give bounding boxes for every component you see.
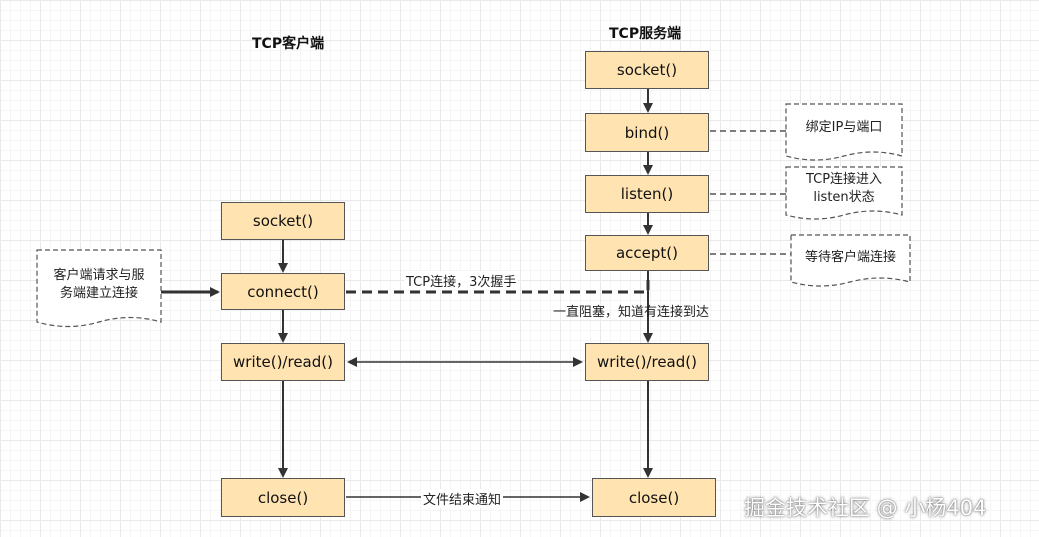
accept-note-shape	[790, 234, 911, 287]
client-note: 客户端请求与服 务端建立连接	[37, 260, 161, 310]
server-write-read-box: write()/read()	[585, 343, 709, 381]
listen-note: TCP连接进入 listen状态	[786, 168, 902, 210]
client-close-box: close()	[221, 478, 345, 517]
client-write-read-box: write()/read()	[221, 343, 345, 381]
server-close-box: close()	[592, 478, 716, 517]
server-accept-box: accept()	[585, 235, 709, 271]
server-socket-box: socket()	[585, 51, 709, 89]
bind-note-shape	[785, 103, 903, 161]
listen-note-line2: listen状态	[813, 190, 875, 205]
client-socket-box: socket()	[221, 202, 345, 240]
blocking-label: 一直阻塞，知道有连接到达	[553, 305, 710, 320]
handshake-label: TCP连接，3次握手	[404, 271, 519, 290]
server-heading: TCP服务端	[609, 26, 682, 42]
bind-note-text: 绑定IP与端口	[805, 119, 883, 135]
handshake-dashed-line	[346, 274, 650, 294]
client-note-line2: 务端建立连接	[59, 286, 138, 301]
client-heading: TCP客户端	[252, 36, 325, 52]
listen-note-shape	[785, 166, 903, 220]
bind-note: 绑定IP与端口	[786, 106, 902, 150]
listen-note-line1: TCP连接进入	[805, 171, 883, 187]
client-connect-box: connect()	[221, 273, 345, 310]
server-listen-box: listen()	[585, 175, 709, 213]
file-end-label: 文件结束通知	[421, 489, 504, 508]
client-note-line1: 客户端请求与服	[53, 267, 145, 283]
accept-note-text: 等待客户端连接	[804, 249, 896, 265]
accept-note: 等待客户端连接	[791, 237, 910, 279]
client-note-shape	[36, 249, 162, 328]
server-bind-box: bind()	[585, 113, 709, 152]
watermark: 掘金技术社区 @ 小杨404	[744, 496, 987, 520]
